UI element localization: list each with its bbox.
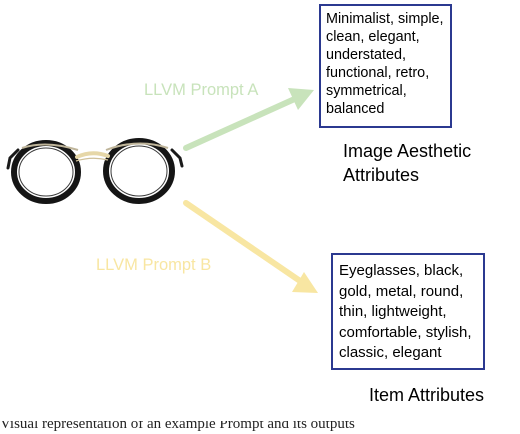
item-attributes-caption: Item Attributes <box>369 385 485 405</box>
prompt-a-label: LLVM Prompt A <box>144 81 259 99</box>
figure-caption-text: Visual representation of an example Prom… <box>0 421 355 432</box>
prompt-b-label: LLVM Prompt B <box>96 256 212 274</box>
aesthetic-attributes-caption: Image Aesthetic Attributes <box>343 141 472 185</box>
item-attributes-text: Eyeglasses, black, gold, metal, round, t… <box>339 262 472 361</box>
item-attributes-box: Eyeglasses, black, gold, metal, round, t… <box>331 253 485 370</box>
figure-caption-strip: Visual representation of an example Prom… <box>0 421 520 434</box>
aesthetic-attributes-text: Minimalist, simple, clean, elegant, unde… <box>326 11 444 117</box>
prompt-b-arrow <box>183 200 318 293</box>
aesthetic-attributes-box: Minimalist, simple, clean, elegant, unde… <box>319 4 452 128</box>
prompt-a-arrow <box>183 88 314 151</box>
eyeglasses-image <box>6 138 184 204</box>
